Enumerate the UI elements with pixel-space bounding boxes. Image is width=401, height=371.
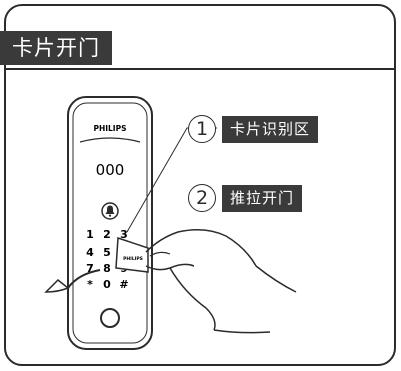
- keypad-key-3[interactable]: 3: [120, 228, 128, 241]
- keypad-key-8[interactable]: 8: [103, 262, 111, 275]
- keypad-key-2[interactable]: 2: [103, 228, 111, 241]
- brand-logo: PHILIPS: [93, 124, 126, 133]
- step-2: 2 推拉开门: [188, 184, 303, 212]
- bell-icon: [105, 205, 115, 217]
- keypad-key-5[interactable]: 5: [103, 246, 111, 259]
- keypad-key-7[interactable]: 7: [86, 262, 94, 275]
- keypad-key-star[interactable]: *: [87, 278, 93, 291]
- keypad-key-4[interactable]: 4: [86, 246, 94, 259]
- keypad-key-0[interactable]: 0: [103, 278, 111, 291]
- push-pull-arrow-icon: [44, 269, 101, 293]
- bell-button[interactable]: [101, 202, 119, 220]
- fingerprint-sensor[interactable]: [100, 308, 120, 328]
- step-1-label: 卡片识别区: [222, 115, 319, 143]
- keypad-key-1[interactable]: 1: [86, 228, 94, 241]
- card-area-arc: [79, 137, 141, 143]
- step-1: 1 卡片识别区: [188, 115, 319, 143]
- display-readout: 000: [96, 161, 125, 179]
- door-lock-body: [67, 96, 153, 350]
- keypad-key-hash[interactable]: #: [119, 278, 128, 291]
- step-2-label: 推拉开门: [222, 184, 303, 212]
- hand-drawing: PHILIPS: [115, 229, 297, 334]
- card-brand-label: PHILIPS: [123, 256, 143, 262]
- step-1-number: 1: [188, 115, 216, 143]
- page-title: 卡片开门: [0, 31, 112, 65]
- step-2-number: 2: [188, 184, 216, 212]
